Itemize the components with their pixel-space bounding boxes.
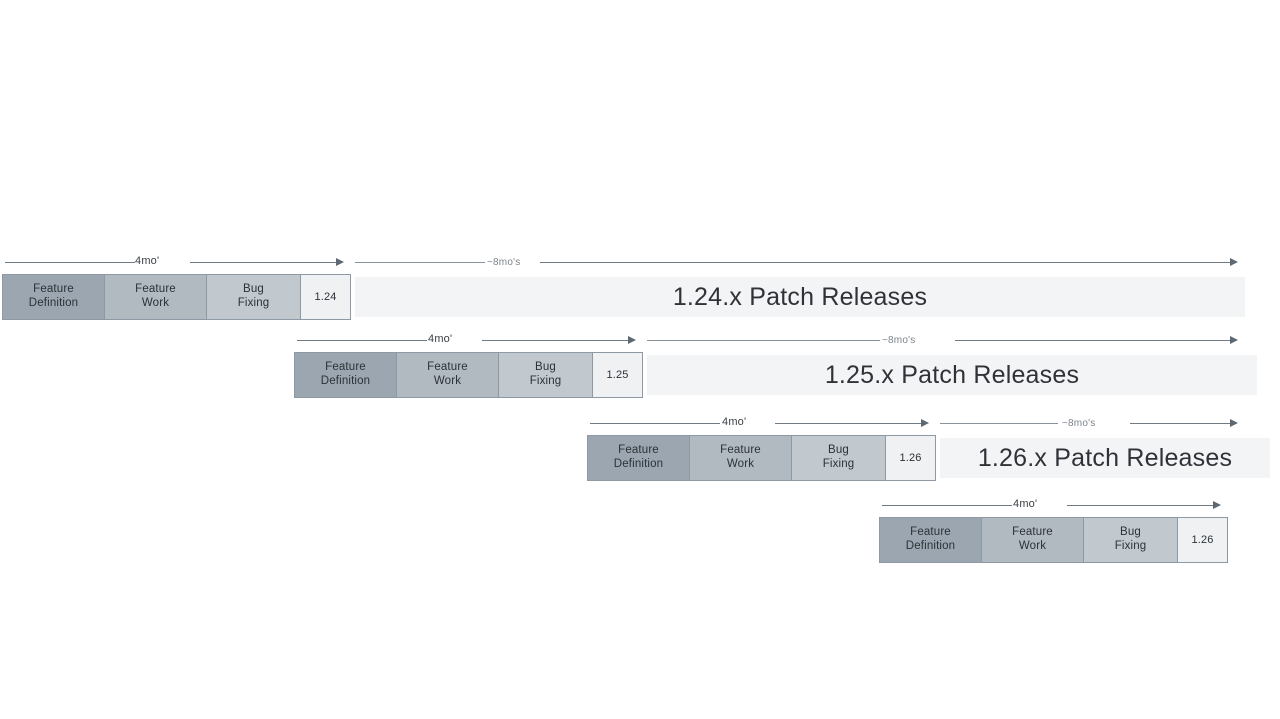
patch-duration-line-left <box>355 262 485 263</box>
phase-feature-definition-line1: Feature <box>325 361 366 374</box>
dev-duration-line-left <box>882 505 1012 506</box>
phase-bug-fixing-line2: Fixing <box>529 375 562 387</box>
phase-bug-fixing-line2: Fixing <box>822 458 855 470</box>
patch-release-label: 1.26.x Patch Releases <box>977 443 1233 472</box>
phase-feature-work-line1: Feature <box>427 361 468 374</box>
phase-feature-definition-line2: Definition <box>320 375 371 387</box>
patch-duration-label: ~8mo's <box>882 335 916 346</box>
dev-duration-arrowhead-icon <box>1213 501 1221 509</box>
patch-duration-line-left <box>940 423 1058 424</box>
dev-duration-label: 4mo' <box>135 255 160 267</box>
phase-feature-definition-line1: Feature <box>618 444 659 457</box>
phase-feature-definition-line1: Feature <box>33 283 74 296</box>
dev-duration-line-right <box>482 340 628 341</box>
dev-duration-line-right <box>190 262 336 263</box>
timeline-annotations-1.24: 4mo' ~8mo's <box>0 252 1280 274</box>
patch-duration-line-right <box>540 262 1230 263</box>
phase-bug-fixing-line1: Bug <box>1120 526 1141 539</box>
phase-feature-work-line2: Work <box>433 375 462 387</box>
timeline-annotations-1.26: 4mo' ~8mo's <box>0 413 1280 435</box>
phase-bug-fixing-line1: Bug <box>243 283 264 296</box>
version-box[interactable]: 1.26 <box>885 435 936 481</box>
patch-release-bar-1.26: 1.26.x Patch Releases <box>940 438 1270 478</box>
phase-bug-fixing-line2: Fixing <box>1114 540 1147 552</box>
version-label: 1.26 <box>899 451 922 464</box>
dev-duration-label: 4mo' <box>1013 498 1038 510</box>
patch-release-label: 1.24.x Patch Releases <box>672 282 928 311</box>
phase-feature-definition-line1: Feature <box>910 526 951 539</box>
patch-duration-label: ~8mo's <box>487 257 521 268</box>
phase-feature-definition-line2: Definition <box>28 297 79 309</box>
version-box[interactable]: 1.24 <box>300 274 351 320</box>
patch-duration-arrowhead-icon <box>1230 419 1238 427</box>
timeline-annotations-1.25: 4mo' ~8mo's <box>0 330 1280 352</box>
patch-release-bar-1.24: 1.24.x Patch Releases <box>355 277 1245 317</box>
version-label: 1.24 <box>314 290 337 303</box>
dev-duration-line-left <box>297 340 427 341</box>
patch-duration-label: ~8mo's <box>1062 418 1096 429</box>
version-label: 1.25 <box>606 368 629 381</box>
patch-duration-line-right <box>1130 423 1230 424</box>
dev-duration-line-right <box>1067 505 1213 506</box>
phase-feature-work-line1: Feature <box>135 283 176 296</box>
dev-duration-arrowhead-icon <box>336 258 344 266</box>
phase-feature-work-line1: Feature <box>720 444 761 457</box>
patch-release-label: 1.25.x Patch Releases <box>824 360 1080 389</box>
timeline-annotations-1.26: 4mo' <box>0 495 1280 517</box>
version-label: 1.26 <box>1191 533 1214 546</box>
dev-duration-line-right <box>775 423 921 424</box>
version-box[interactable]: 1.25 <box>592 352 643 398</box>
version-box[interactable]: 1.26 <box>1177 517 1228 563</box>
dev-duration-label: 4mo' <box>428 333 453 345</box>
phase-feature-work-line2: Work <box>1018 540 1047 552</box>
patch-duration-line-right <box>955 340 1230 341</box>
phase-feature-definition-line2: Definition <box>613 458 664 470</box>
phase-feature-work-line1: Feature <box>1012 526 1053 539</box>
phase-feature-definition-line2: Definition <box>905 540 956 552</box>
dev-duration-line-left <box>590 423 720 424</box>
phase-bug-fixing-line1: Bug <box>828 444 849 457</box>
dev-duration-label: 4mo' <box>722 416 747 428</box>
patch-duration-line-left <box>647 340 880 341</box>
dev-duration-arrowhead-icon <box>628 336 636 344</box>
dev-duration-arrowhead-icon <box>921 419 929 427</box>
patch-duration-arrowhead-icon <box>1230 336 1238 344</box>
dev-duration-line-left <box>5 262 135 263</box>
phase-bug-fixing-line1: Bug <box>535 361 556 374</box>
phase-bug-fixing-line2: Fixing <box>237 297 270 309</box>
patch-release-bar-1.25: 1.25.x Patch Releases <box>647 355 1257 395</box>
patch-duration-arrowhead-icon <box>1230 258 1238 266</box>
phase-feature-work-line2: Work <box>141 297 170 309</box>
phase-feature-work-line2: Work <box>726 458 755 470</box>
